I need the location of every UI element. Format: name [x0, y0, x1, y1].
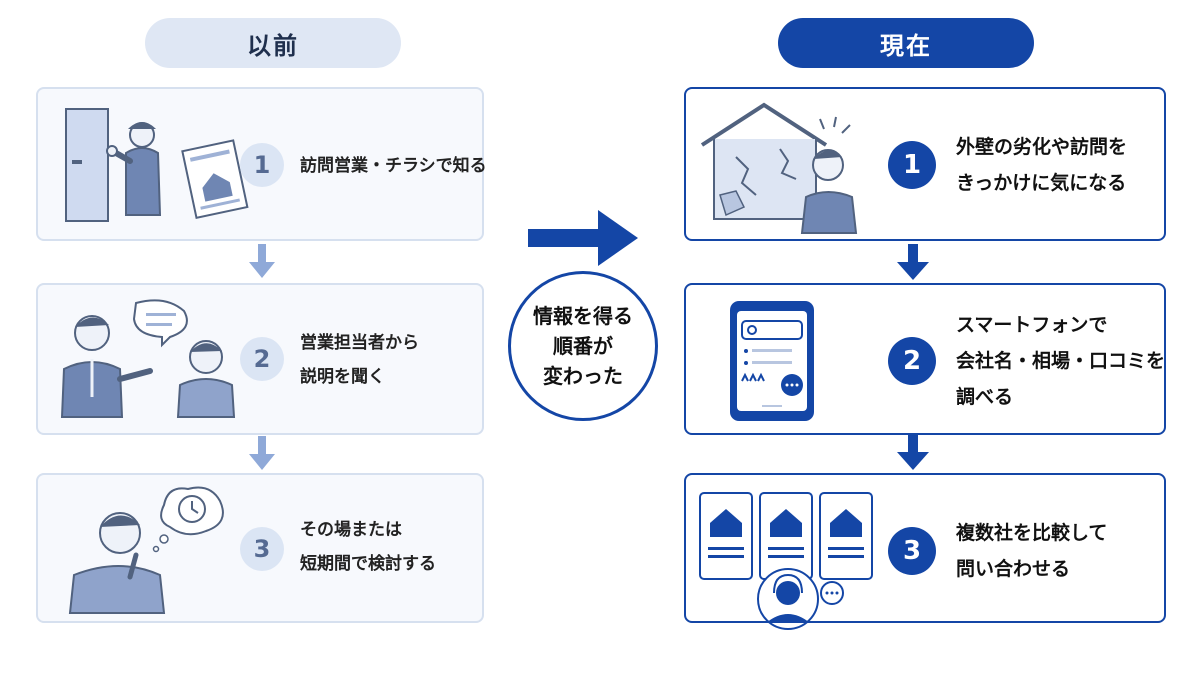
change-label-line: 変わった: [543, 364, 623, 388]
before-header: 以前: [145, 18, 401, 68]
change-label-line: 順番が: [553, 334, 613, 358]
step-number-badge: 2: [240, 337, 284, 381]
down-arrow-icon: [247, 244, 277, 284]
step-number-badge: 1: [240, 143, 284, 187]
step-text-line: 説明を聞く: [300, 367, 385, 387]
step-text: スマートフォンで 会社名・相場・口コミを 調べる: [956, 307, 1165, 415]
step-text: その場または 短期間で検討する: [300, 513, 436, 581]
step-text: 訪問営業・チラシで知る: [300, 149, 487, 183]
step-text: 外壁の劣化や訪問を きっかけに気になる: [956, 129, 1127, 201]
before-step-3-card: 3 その場または 短期間で検討する: [36, 473, 484, 623]
before-step-1-card: 1 訪問営業・チラシで知る: [36, 87, 487, 241]
step-text-line: 外壁の劣化や訪問を: [956, 136, 1128, 158]
door-salesman-flyer-illustration: [60, 105, 260, 229]
compare-companies-support-illustration: [696, 489, 876, 643]
salesperson-explaining-illustration: [54, 297, 254, 426]
step-text: 営業担当者から 説明を聞く: [300, 326, 419, 394]
after-step-3-card: 3 複数社を比較して 問い合わせる: [684, 473, 1166, 630]
step-text: 複数社を比較して 問い合わせる: [956, 515, 1107, 587]
company-card: [699, 492, 753, 580]
step-text-line: 複数社を比較して: [956, 522, 1108, 544]
step-number-badge: 1: [888, 141, 936, 189]
step-text-line: 調べる: [956, 386, 1014, 408]
step-text-line: 問い合わせる: [956, 558, 1071, 580]
before-step-2-card: 2 営業担当者から 説明を聞く: [36, 283, 484, 435]
step-text-line: きっかけに気になる: [956, 172, 1127, 194]
person-thinking-clock-illustration: [60, 485, 260, 619]
step-text-line: 短期間で検討する: [300, 554, 436, 574]
step-number-badge: 3: [240, 527, 284, 571]
down-arrow-icon: [896, 244, 930, 286]
down-arrow-icon: [247, 436, 277, 476]
right-arrow-icon: [528, 208, 640, 272]
change-label-line: 情報を得る: [533, 304, 633, 328]
smartphone-search-illustration: [726, 299, 826, 427]
step-text-line: 会社名・相場・口コミを: [956, 350, 1166, 372]
step-number-badge: 3: [888, 527, 936, 575]
cracked-house-person-illustration: [696, 99, 871, 238]
after-step-1-card: 1 外壁の劣化や訪問を きっかけに気になる: [684, 87, 1166, 241]
step-text-line: スマートフォンで: [956, 314, 1108, 336]
step-text-line: 訪問営業・チラシで知る: [300, 156, 487, 176]
step-text-line: その場または: [300, 520, 402, 540]
change-label-circle: 情報を得る 順番が 変わった: [508, 271, 658, 421]
down-arrow-icon: [896, 434, 930, 476]
step-text-line: 営業担当者から: [300, 333, 419, 353]
after-step-2-card: 2 スマートフォンで 会社名・相場・口コミを 調べる: [684, 283, 1166, 435]
step-number-badge: 2: [888, 337, 936, 385]
after-header: 現在: [778, 18, 1034, 68]
